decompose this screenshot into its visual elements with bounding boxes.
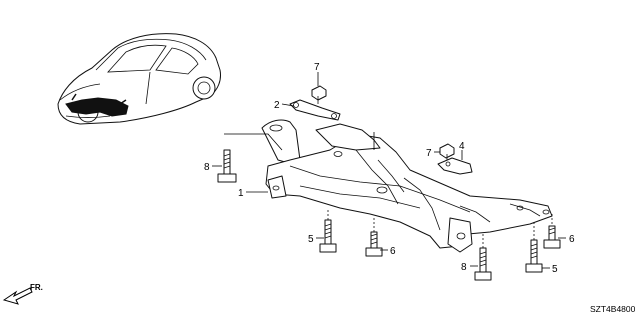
- label-7-upper: 7: [314, 62, 320, 73]
- front-direction-arrow: [2, 287, 33, 305]
- bracket-part-4: [437, 157, 473, 175]
- bolt-6-right: [543, 214, 561, 249]
- front-subframe: [261, 119, 553, 253]
- label-6-center: 6: [390, 246, 396, 257]
- direction-label: FR.: [30, 283, 43, 292]
- label-6-right: 6: [569, 234, 575, 245]
- label-7-right: 7: [426, 148, 432, 159]
- car-illustration: [57, 33, 221, 125]
- label-5-left: 5: [308, 234, 314, 245]
- leader-lines: [212, 72, 566, 269]
- bolt-7-right: [439, 143, 455, 160]
- bolt-6-center: [365, 218, 383, 257]
- diagram-code: SZT4B4800: [590, 304, 636, 314]
- label-8-right: 8: [461, 262, 467, 273]
- label-5-right: 5: [552, 264, 558, 275]
- label-2: 2: [274, 100, 280, 111]
- label-4: 4: [459, 141, 465, 152]
- bolt-8-left: [217, 149, 237, 183]
- bolt-7-upper: [311, 85, 327, 104]
- bolt-5-left: [319, 210, 337, 253]
- bolt-8-right: [474, 234, 492, 281]
- bolt-5-right: [525, 222, 543, 273]
- label-8-left: 8: [204, 162, 210, 173]
- label-1: 1: [238, 188, 244, 199]
- bracket-part-2: [289, 99, 341, 121]
